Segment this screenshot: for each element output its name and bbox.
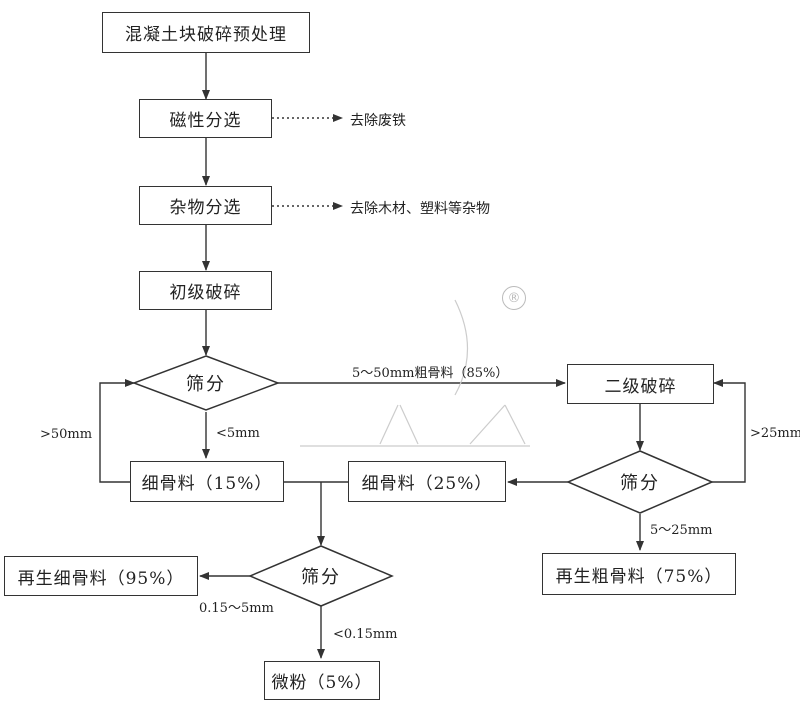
screen2-label: 筛分: [620, 473, 660, 494]
screen1-label: 筛分: [186, 374, 226, 395]
lt5-note: <5mm: [216, 426, 260, 441]
fine-aggregate-15-box: 细骨料（15%）: [130, 461, 284, 502]
registered-mark-icon: ®: [502, 286, 526, 310]
coarse-85-note: 5～50mm粗骨料（85%）: [352, 366, 509, 381]
diamond-screen2: [566, 450, 714, 514]
arrow-gt25-loop: [712, 379, 746, 483]
arrow-gt50-loop: [99, 379, 135, 483]
diamond-screen3: [248, 545, 394, 607]
screen3-label: 筛分: [301, 567, 341, 588]
range-5-25-note: 5～25mm: [650, 523, 713, 538]
recycled-coarse-aggregate-box: 再生粗骨料（75%）: [542, 553, 736, 595]
gt25-note: >25mm: [750, 426, 800, 441]
powder-box: 微粉（5%）: [264, 661, 380, 700]
pretreatment-box: 混凝土块破碎预处理: [102, 12, 310, 53]
impurity-separation-box: 杂物分选: [139, 186, 272, 225]
lt015-note: <0.15mm: [333, 627, 398, 642]
watermark-strokes: [300, 299, 530, 447]
magnetic-separation-box: 磁性分选: [139, 99, 272, 138]
secondary-crush-box: 二级破碎: [567, 364, 714, 404]
fine-aggregate-25-box: 细骨料（25%）: [348, 461, 506, 502]
remove-iron-note: 去除废铁: [350, 113, 406, 129]
primary-crush-box: 初级破碎: [139, 271, 272, 310]
range-015-5-note: 0.15～5mm: [199, 601, 274, 616]
gt50-note: >50mm: [40, 427, 93, 442]
remove-impurities-note: 去除木材、塑料等杂物: [350, 201, 490, 217]
recycled-fine-aggregate-box: 再生细骨料（95%）: [4, 556, 198, 596]
diamond-screen1: [131, 355, 281, 411]
